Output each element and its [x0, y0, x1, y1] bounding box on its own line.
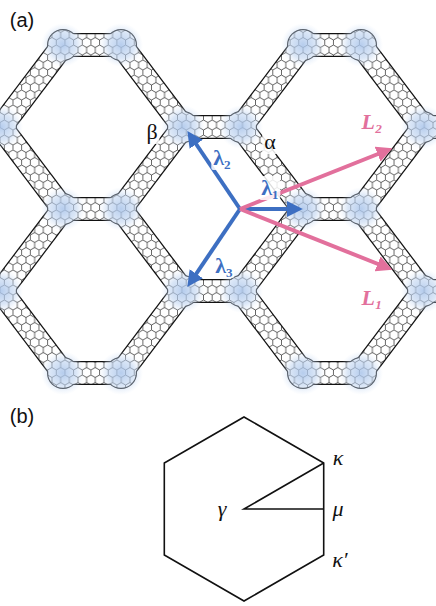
brillouin-zone [164, 417, 323, 601]
panel-label: (b) [8, 405, 36, 427]
site-glow [99, 187, 143, 231]
point-label: γ [216, 497, 229, 521]
site-glow [339, 187, 383, 231]
site-glow [161, 105, 205, 149]
hexagon-outline [164, 417, 323, 601]
site-glow [339, 23, 383, 67]
vector-label: λ₂ [211, 146, 232, 170]
site-glow [99, 351, 143, 395]
vector-arrow [240, 209, 388, 268]
site-glow [219, 105, 263, 149]
site-glow [281, 351, 325, 395]
vector-label: λ₁ [259, 176, 280, 200]
path-line [244, 463, 324, 509]
site-glow [41, 351, 85, 395]
lattice-vectors [190, 135, 388, 283]
vector-arrow [240, 150, 388, 209]
site-glow [281, 23, 325, 67]
site-glow [41, 187, 85, 231]
point-label: μ [330, 497, 345, 521]
site-glow [0, 105, 23, 149]
site-glow [0, 269, 23, 313]
vector-label: L₁ [359, 286, 384, 310]
vector-label: L₂ [359, 110, 384, 134]
vector-arrow [190, 135, 240, 209]
molecule-lattice [0, 23, 436, 395]
point-label: κ [331, 446, 346, 470]
vector-label: λ₃ [213, 254, 234, 278]
vector-arrow [190, 209, 240, 283]
site-glow [99, 23, 143, 67]
sublattice-label: β [144, 120, 159, 144]
sublattice-label: α [262, 130, 278, 154]
site-glow [401, 269, 436, 313]
site-glow [401, 105, 436, 149]
site-glow [161, 269, 205, 313]
site-glow [41, 23, 85, 67]
point-label: κ′ [330, 548, 349, 572]
panel-label: (a) [8, 9, 36, 31]
site-glow [339, 351, 383, 395]
